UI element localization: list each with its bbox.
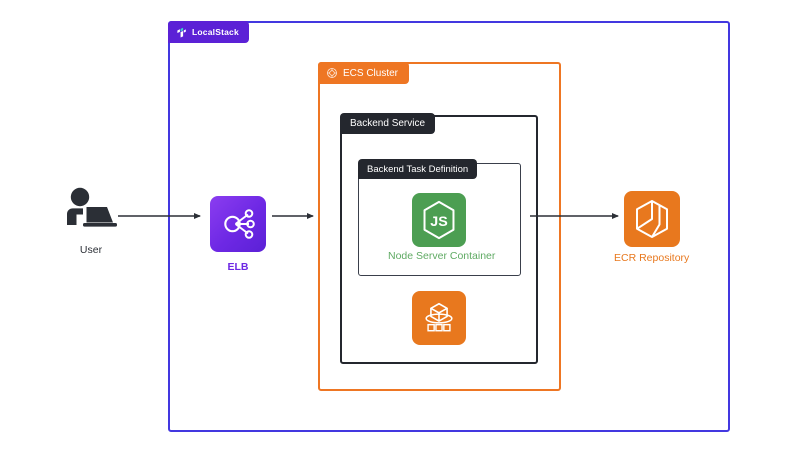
node-elb-label: ELB	[227, 261, 249, 273]
node-user-label: User	[79, 244, 103, 256]
localstack-label: LocalStack	[192, 27, 239, 37]
nodejs-icon: JS	[412, 193, 466, 247]
ecs-cluster-boundary	[318, 62, 561, 391]
ecs-task-icon	[412, 291, 466, 345]
svg-text:JS: JS	[430, 214, 447, 230]
task-definition-badge: Backend Task Definition	[358, 159, 478, 179]
elastic-load-balancer-icon	[210, 196, 266, 252]
user-laptop-icon	[63, 186, 119, 232]
node-ecs-task[interactable]	[411, 291, 467, 345]
localstack-boundary	[168, 21, 730, 432]
task-definition-label: Backend Task Definition	[367, 163, 469, 175]
backend-service-boundary	[340, 115, 538, 364]
ecs-cluster-icon	[326, 67, 338, 79]
backend-service-label: Backend Service	[350, 118, 426, 129]
node-ecr-repository[interactable]	[624, 191, 680, 247]
ecs-cluster-label: ECS Cluster	[343, 67, 399, 79]
backend-service-badge: Backend Service	[340, 113, 436, 134]
node-user[interactable]: User	[48, 186, 134, 256]
node-elb[interactable]: ELB	[210, 196, 266, 273]
node-node-server-container[interactable]: JS	[411, 193, 467, 247]
ecs-cluster-badge: ECS Cluster	[318, 62, 410, 84]
ecr-repository-label: ECR Repository	[614, 252, 690, 264]
node-server-container-label: Node Server Container	[388, 250, 496, 262]
ecr-repository-icon	[624, 191, 680, 247]
localstack-logo-icon	[176, 27, 187, 38]
localstack-badge: LocalStack	[168, 21, 249, 43]
